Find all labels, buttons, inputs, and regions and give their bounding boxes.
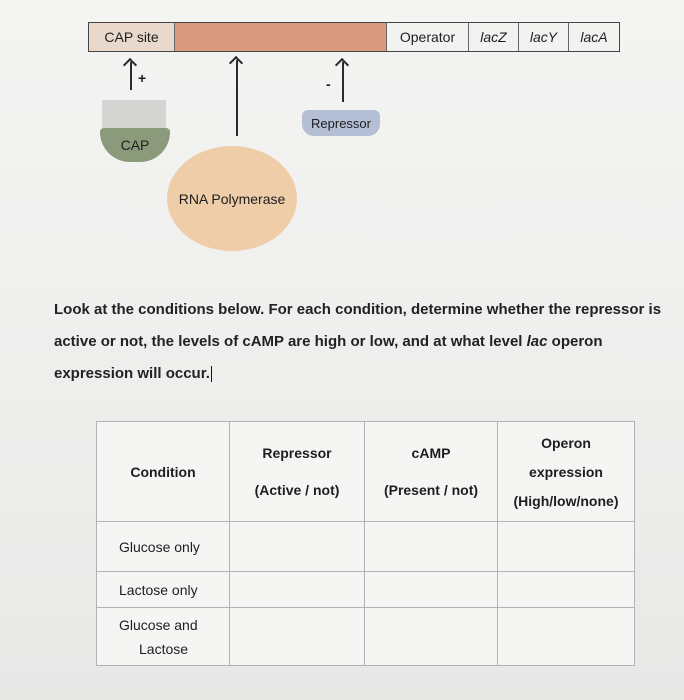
cap-plus-sign: + <box>138 70 146 86</box>
header-operon-title2: expression <box>529 464 603 480</box>
row-condition-glucose: Glucose only <box>97 522 230 572</box>
table-row: Glucose only <box>97 522 635 572</box>
camp-binding-block <box>102 100 166 130</box>
conditions-table: Condition Repressor (Active / not) cAMP … <box>96 421 635 666</box>
repressor-arrow <box>342 62 344 102</box>
answer-cell-camp[interactable] <box>365 608 498 666</box>
header-operon-title: Operon <box>541 435 591 451</box>
header-repressor-title: Repressor <box>262 445 331 461</box>
cap-arrow <box>130 62 132 90</box>
gene-lacy: lacY <box>519 23 569 51</box>
row-condition-line2: Lactose <box>119 641 229 657</box>
table-row: Glucose and Lactose <box>97 608 635 666</box>
repressor-minus-sign: - <box>326 76 331 92</box>
answer-cell-camp[interactable] <box>365 522 498 572</box>
promoter-segment <box>175 23 387 51</box>
rna-polymerase: RNA Polymerase <box>167 146 297 251</box>
answer-cell-camp[interactable] <box>365 572 498 608</box>
header-camp-title: cAMP <box>412 445 451 461</box>
prompt-italic-word: lac <box>527 333 548 350</box>
header-condition-label: Condition <box>130 464 195 480</box>
answer-cell-repressor[interactable] <box>230 608 365 666</box>
answer-cell-operon[interactable] <box>498 572 635 608</box>
row-condition-lactose: Lactose only <box>97 572 230 608</box>
gene-laca: lacA <box>569 23 619 51</box>
header-repressor: Repressor (Active / not) <box>230 422 365 522</box>
table-header-row: Condition Repressor (Active / not) cAMP … <box>97 422 635 522</box>
answer-cell-repressor[interactable] <box>230 522 365 572</box>
header-camp: cAMP (Present / not) <box>365 422 498 522</box>
text-cursor <box>211 366 212 382</box>
repressor-protein: Repressor <box>302 110 380 136</box>
gene-lacz: lacZ <box>469 23 519 51</box>
answer-cell-repressor[interactable] <box>230 572 365 608</box>
header-repressor-sub: (Active / not) <box>255 482 340 498</box>
answer-cell-operon[interactable] <box>498 608 635 666</box>
header-condition: Condition <box>97 422 230 522</box>
operator-segment: Operator <box>387 23 469 51</box>
table-row: Lactose only <box>97 572 635 608</box>
row-condition-glucose-lactose: Glucose and Lactose <box>97 608 230 666</box>
row-condition-line1: Glucose and <box>119 617 229 633</box>
question-prompt: Look at the conditions below. For each c… <box>54 294 674 390</box>
cap-protein: CAP <box>100 128 170 162</box>
cap-site-segment: CAP site <box>89 23 175 51</box>
rna-polymerase-arrow <box>236 60 238 136</box>
header-operon-sub: (High/low/none) <box>514 493 619 509</box>
answer-cell-operon[interactable] <box>498 522 635 572</box>
header-camp-sub: (Present / not) <box>384 482 478 498</box>
header-operon: Operon expression (High/low/none) <box>498 422 635 522</box>
lac-operon-gene-bar: CAP site Operator lacZ lacY lacA <box>88 22 620 52</box>
